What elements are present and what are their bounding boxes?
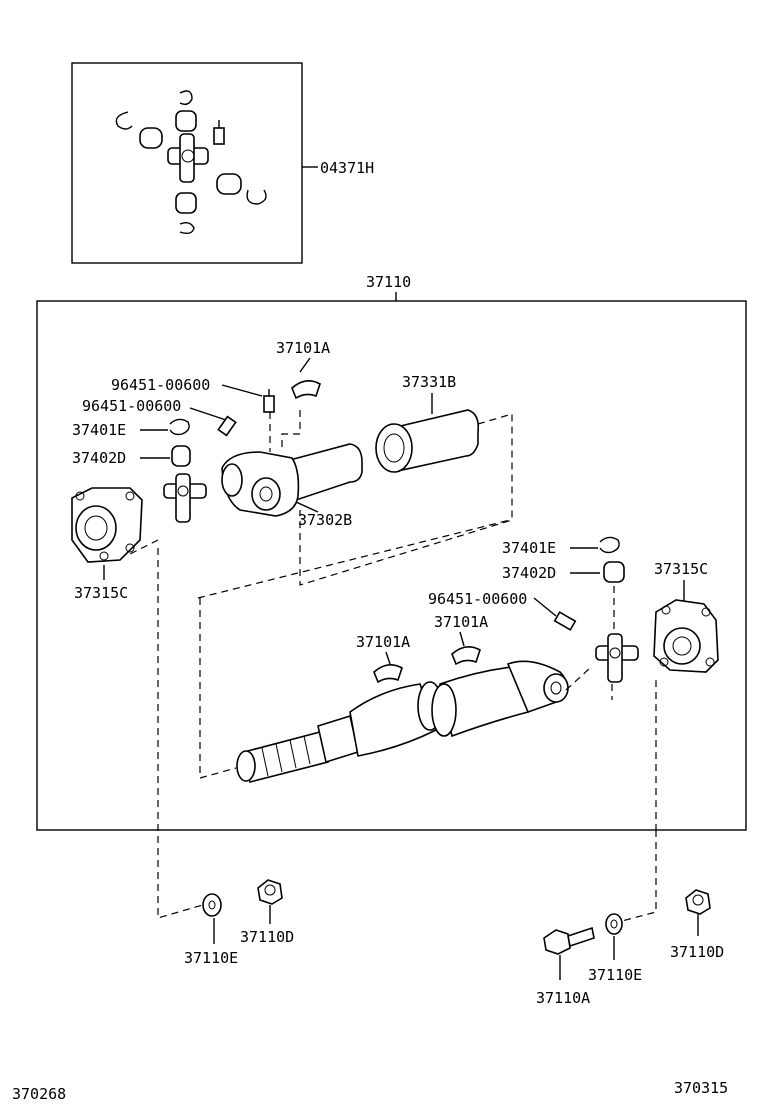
label-37101a-mid-1: 37101A <box>356 633 410 651</box>
ref-number-right: 370315 <box>674 1079 728 1097</box>
label-37315c-right: 37315C <box>654 560 708 578</box>
bearing-shim-37101a-mid-1 <box>373 664 403 684</box>
label-96451-a: 96451-00600 <box>111 376 210 394</box>
snap-ring-37401e-right <box>599 536 620 554</box>
spider-left <box>163 473 207 523</box>
label-96451-b: 96451-00600 <box>82 397 181 415</box>
washer-37110e-right <box>605 913 623 935</box>
label-37302b: 37302B <box>298 511 352 529</box>
label-37110d-right: 37110D <box>670 943 724 961</box>
label-04371h: 04371H <box>320 159 374 177</box>
label-37402d-left: 37402D <box>72 449 126 467</box>
snap-ring-37401e-left <box>169 418 190 436</box>
bearing-37402d-right <box>603 561 625 583</box>
label-37110a: 37110A <box>536 989 590 1007</box>
bearing-shim-37101a-mid-2 <box>451 646 481 666</box>
grease-nipple-c <box>553 611 577 631</box>
washer-37110e-left <box>202 893 222 917</box>
label-37110d-left: 37110D <box>240 928 294 946</box>
assembly-box <box>36 300 747 831</box>
spider-right <box>595 633 639 683</box>
nut-37110d-left <box>257 879 283 905</box>
nut-37110d-right <box>685 889 711 915</box>
flange-yoke-37315c-right <box>653 599 719 673</box>
label-37101a-mid-2: 37101A <box>434 613 488 631</box>
label-37401e-right: 37401E <box>502 539 556 557</box>
ref-number-left: 370268 <box>12 1085 66 1103</box>
kit-box <box>71 62 303 264</box>
label-37315c-left: 37315C <box>74 584 128 602</box>
bearing-shim-37101a-top <box>291 380 321 400</box>
slip-yoke-37302b <box>221 443 363 517</box>
propeller-shaft <box>236 660 569 783</box>
dust-boot-37331b <box>375 409 480 473</box>
label-37110e-left: 37110E <box>184 949 238 967</box>
label-37401e-left: 37401E <box>72 421 126 439</box>
bearing-37402d-left <box>171 445 191 467</box>
label-37331b: 37331B <box>402 373 456 391</box>
label-37101a-top: 37101A <box>276 339 330 357</box>
universal-joint-kit-drawing <box>115 90 318 235</box>
label-37402d-right: 37402D <box>502 564 556 582</box>
label-37110: 37110 <box>366 273 411 291</box>
grease-nipple-a <box>263 395 275 413</box>
label-37110e-right: 37110E <box>588 966 642 984</box>
flange-yoke-37315c-left <box>71 487 143 563</box>
grease-nipple-b <box>217 415 237 437</box>
bolt-37110a <box>543 926 595 955</box>
label-96451-c: 96451-00600 <box>428 590 527 608</box>
